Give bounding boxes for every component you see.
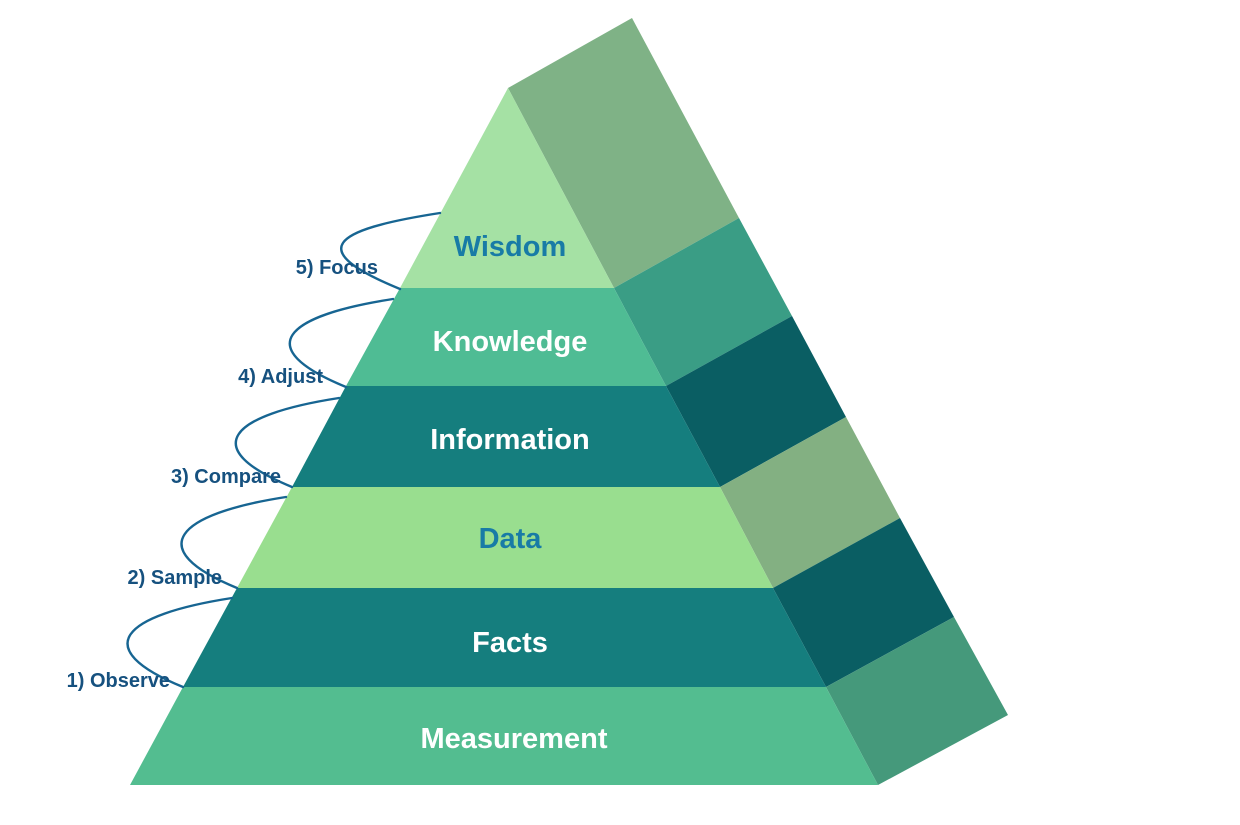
step-label-1-observe: 1) Observe xyxy=(67,670,170,692)
data-label: Data xyxy=(479,523,543,555)
facts-label: Facts xyxy=(472,627,548,659)
step-arc-2-sample xyxy=(180,495,288,590)
facts-front-face xyxy=(183,588,826,687)
knowledge-side-face xyxy=(614,218,792,386)
measurement-side-face xyxy=(826,617,1008,785)
step-label-2-sample: 2) Sample xyxy=(128,567,222,589)
step-label-3-compare: 3) Compare xyxy=(171,466,281,488)
wisdom-label: Wisdom xyxy=(454,231,567,263)
wisdom-front-face xyxy=(400,88,614,288)
step-arc-4-adjust xyxy=(288,297,395,389)
data-side-face xyxy=(720,417,900,588)
step-arc-1-observe xyxy=(126,596,234,689)
step-arc-3-compare xyxy=(234,396,341,489)
step-arc-5-focus xyxy=(340,211,442,291)
data-front-face xyxy=(237,487,773,588)
knowledge-front-face xyxy=(346,288,666,386)
measurement-front-face xyxy=(130,687,878,785)
information-label: Information xyxy=(430,424,590,456)
information-front-face xyxy=(292,386,720,487)
knowledge-label: Knowledge xyxy=(433,326,588,358)
information-side-face xyxy=(666,316,846,487)
step-label-5-focus: 5) Focus xyxy=(296,257,378,279)
step-label-4-adjust: 4) Adjust xyxy=(238,366,323,388)
wisdom-side-face xyxy=(508,18,739,288)
facts-side-face xyxy=(773,518,954,687)
measurement-label: Measurement xyxy=(421,723,608,755)
